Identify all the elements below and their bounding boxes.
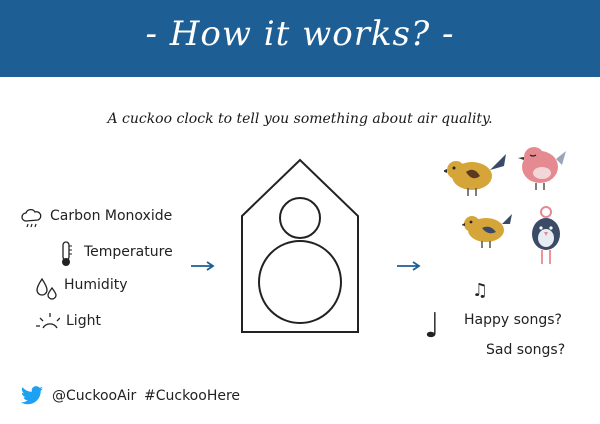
- sensor-humidity: Humidity: [64, 277, 128, 293]
- clock-face: [258, 240, 342, 324]
- arrow-right-icon: [397, 261, 421, 271]
- thermometer-icon: [62, 241, 72, 266]
- cuckoo-clock-diagram: [241, 158, 359, 333]
- pink-bird-icon: [518, 147, 566, 190]
- subtitle: A cuckoo clock to tell you something abo…: [107, 111, 493, 127]
- navy-bird-icon: [532, 206, 560, 264]
- house-outline: [241, 158, 359, 333]
- output-happy-songs: Happy songs?: [464, 312, 562, 328]
- music-note-icon: ♩: [424, 306, 441, 346]
- sensor-temperature: Temperature: [84, 244, 173, 260]
- yellow-bird-icon: [444, 154, 506, 196]
- cloud-icon: [21, 208, 42, 228]
- droplets-icon: [36, 277, 57, 300]
- sun-icon: [36, 313, 60, 329]
- sensor-light: Light: [66, 313, 101, 329]
- header-banner: - How it works? -: [0, 0, 600, 77]
- yellow-bird-icon: [462, 214, 512, 248]
- music-note-icon: ♫: [472, 280, 489, 301]
- twitter-bird-icon[interactable]: [20, 386, 44, 406]
- arrow-right-icon: [191, 261, 215, 271]
- page-title: - How it works? -: [145, 14, 455, 54]
- hashtag-link[interactable]: #CuckooHere: [144, 388, 241, 404]
- sensor-carbon-monoxide: Carbon Monoxide: [50, 208, 173, 224]
- output-sad-songs: Sad songs?: [486, 342, 566, 358]
- cuckoo-door: [279, 197, 321, 239]
- twitter-handle-link[interactable]: @CuckooAir: [52, 388, 137, 404]
